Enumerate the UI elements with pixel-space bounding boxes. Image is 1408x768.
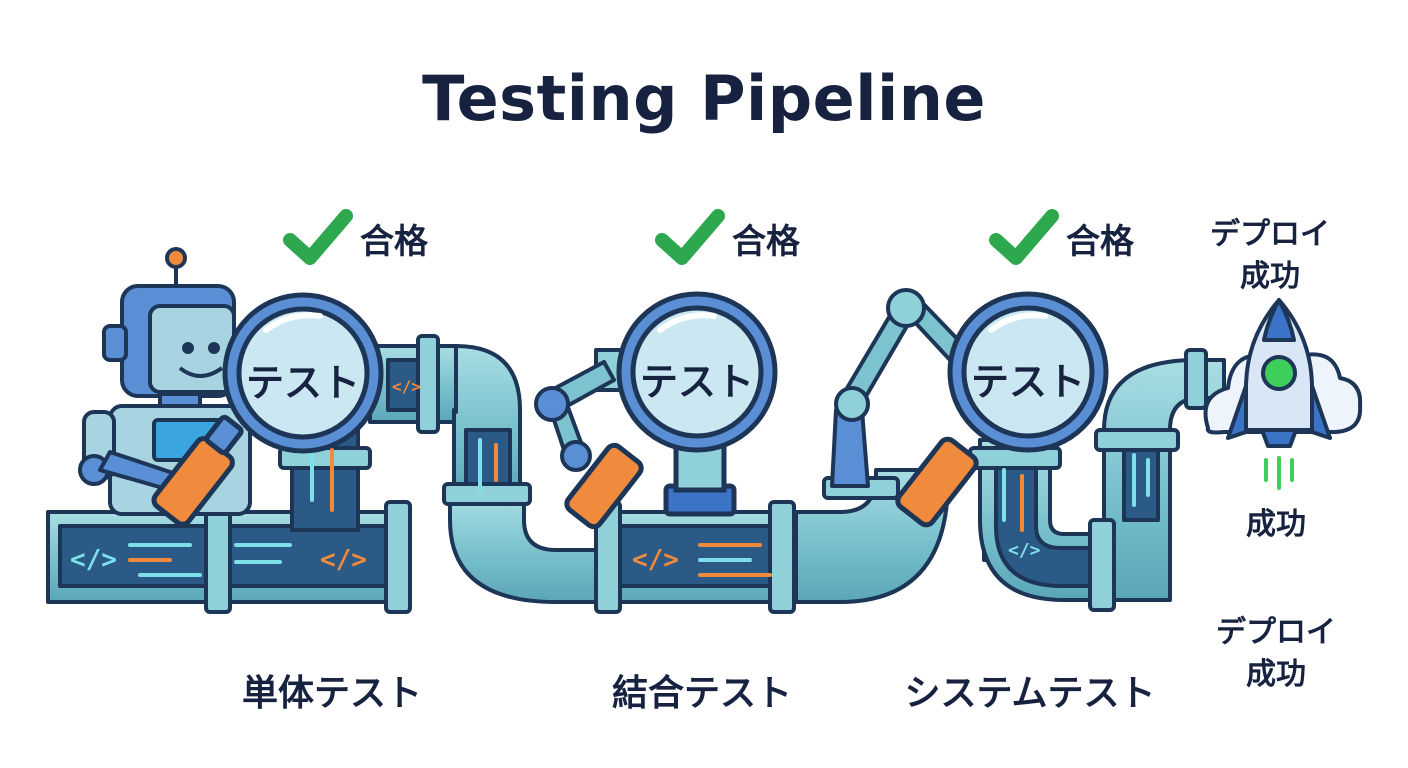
arm-joint bbox=[562, 442, 590, 470]
deploy-top-line2: 成功 bbox=[1170, 256, 1370, 298]
robot-ear bbox=[104, 326, 126, 360]
rocket-stripe bbox=[1264, 300, 1294, 340]
rocket-window bbox=[1263, 357, 1295, 389]
arm-joint bbox=[888, 290, 924, 326]
rocket-nozzle bbox=[1262, 430, 1296, 446]
code-tag-icon: </> bbox=[70, 545, 117, 575]
flange bbox=[770, 502, 794, 612]
lens-label-unit: テスト bbox=[223, 352, 383, 407]
code-tag-icon: </> bbox=[1008, 540, 1041, 561]
flange bbox=[1186, 350, 1206, 408]
deploy-status-middle: 成功 bbox=[1176, 504, 1376, 546]
flange bbox=[418, 336, 438, 432]
rocket-icon bbox=[1206, 300, 1361, 446]
code-tag-icon: </> bbox=[632, 545, 679, 575]
flange bbox=[386, 502, 410, 612]
robot-eye bbox=[184, 344, 192, 352]
robot-antenna-bulb bbox=[167, 249, 185, 267]
pass-label-unit: 合格 bbox=[360, 214, 428, 263]
robot-eye bbox=[210, 344, 218, 352]
check-icon bbox=[290, 216, 346, 258]
magnifier-icon bbox=[564, 294, 775, 530]
deploy-bottom-line1: デプロイ bbox=[1176, 612, 1376, 654]
deploy-bottom-line2: 成功 bbox=[1176, 654, 1376, 696]
rocket-exhaust bbox=[1266, 458, 1292, 488]
deploy-top-line1: デプロイ bbox=[1170, 214, 1370, 256]
stage-label-unit: 単体テスト bbox=[182, 664, 482, 716]
code-tag-icon: </> bbox=[392, 377, 421, 396]
magnifier-handle bbox=[895, 436, 980, 528]
page-title: Testing Pipeline bbox=[0, 62, 1408, 135]
check-icon bbox=[662, 216, 718, 258]
stage-label-integration: 結合テスト bbox=[552, 664, 852, 716]
deploy-status-top: デプロイ 成功 bbox=[1170, 214, 1370, 298]
stage-label-system: システムテスト bbox=[880, 664, 1180, 716]
arm-joint bbox=[836, 388, 868, 420]
flange bbox=[1096, 430, 1178, 450]
deploy-status-bottom: デプロイ 成功 bbox=[1176, 612, 1376, 696]
arm-joint bbox=[536, 388, 568, 420]
flange bbox=[1090, 520, 1114, 610]
pass-label-system: 合格 bbox=[1066, 214, 1134, 263]
flange bbox=[444, 484, 530, 504]
code-tag-icon: </> bbox=[320, 545, 367, 575]
check-icon bbox=[996, 216, 1052, 258]
lens-label-system: テスト bbox=[948, 351, 1108, 406]
lens-label-integration: テスト bbox=[617, 351, 777, 406]
pass-label-integration: 合格 bbox=[732, 214, 800, 263]
flange bbox=[206, 502, 230, 612]
